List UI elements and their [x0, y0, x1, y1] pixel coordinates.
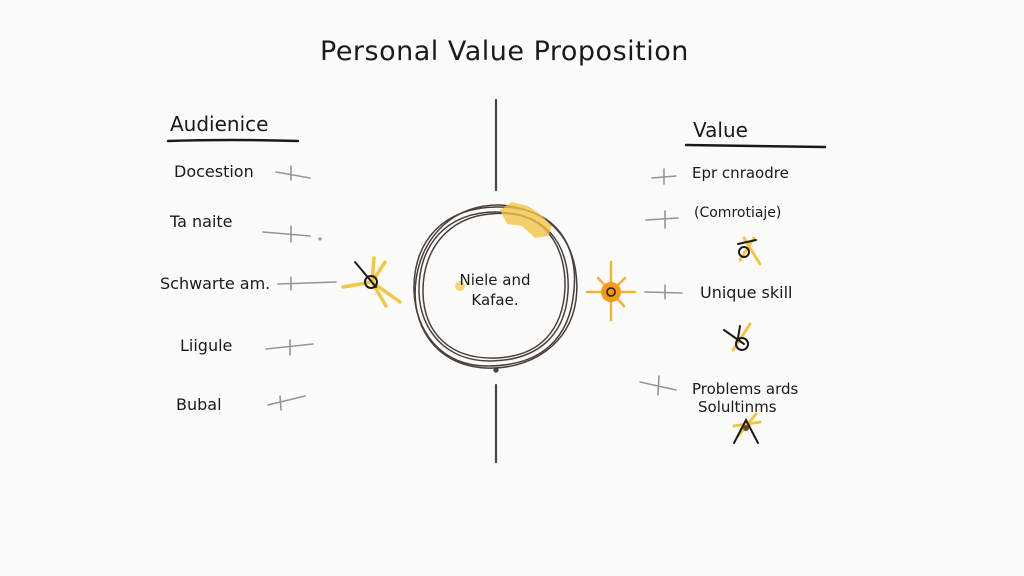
value-star-icon-3 [732, 412, 762, 444]
highlight-smudge [500, 202, 552, 238]
center-label-line1: Niele and [459, 271, 531, 289]
diagram-title: Personal Value Proposition [320, 36, 689, 67]
value-item: Solultinms [698, 398, 777, 416]
audience-heading: Audienice [170, 112, 269, 136]
center-circle [413, 204, 578, 369]
audience-item: Bubal [176, 395, 222, 414]
value-underline [684, 143, 827, 149]
center-label-line2: Kafae. [471, 291, 519, 309]
audience-item: Liigule [180, 336, 233, 355]
value-item: Epr cnraodre [692, 164, 789, 182]
audience-tick-marks [262, 165, 337, 411]
audience-underline [166, 138, 300, 143]
value-item: Problems ards [692, 380, 799, 398]
audience-item: Schwarte am. [160, 274, 271, 293]
highlight-dot [455, 281, 465, 291]
value-item: Unique skill [700, 283, 793, 302]
audience-item: Ta naite [170, 212, 233, 231]
left-star-icon [341, 256, 402, 308]
value-tick-marks [639, 168, 683, 396]
audience-item: Docestion [174, 162, 254, 181]
right-sun-icon [585, 260, 637, 322]
value-star-icon-2 [723, 322, 752, 352]
value-star-icon-1 [737, 236, 762, 266]
value-item: (Comrotiaje) [694, 205, 782, 221]
value-heading: Value [693, 118, 748, 142]
